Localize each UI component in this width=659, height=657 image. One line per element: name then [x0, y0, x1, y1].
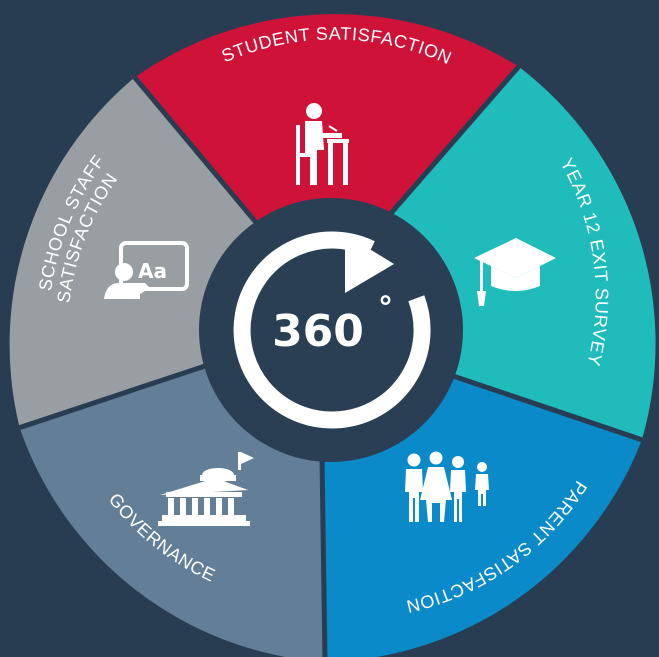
degree-symbol: °	[378, 291, 393, 326]
teacher-board-icon: Aa	[104, 241, 189, 299]
segment-school-staff-satisfaction	[9, 77, 261, 428]
student-at-desk-icon	[296, 103, 349, 185]
capitol-building-icon	[158, 452, 254, 526]
family-icon	[405, 451, 489, 522]
center-label-360: 360	[272, 306, 364, 357]
segment-parent-satisfaction	[321, 374, 642, 657]
segment-dividers	[18, 64, 643, 657]
arrow-head-icon	[345, 234, 394, 293]
graduation-cap-icon	[474, 238, 556, 306]
circular-arrow-icon	[233, 231, 431, 429]
board-text-aa: Aa	[138, 259, 167, 283]
